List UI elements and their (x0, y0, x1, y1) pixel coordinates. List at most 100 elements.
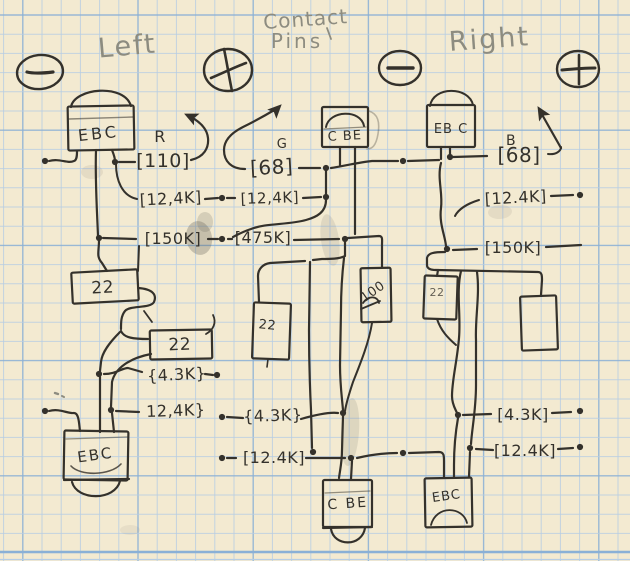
wire (556, 446, 575, 451)
wire (450, 269, 463, 415)
probe-arrowhead-b (537, 106, 551, 122)
wire (434, 268, 544, 297)
wire (549, 193, 575, 198)
probe-arrowhead-r (184, 113, 200, 126)
junction-dot (218, 194, 226, 202)
sketch-stray (143, 310, 153, 323)
section-label-right: Right (448, 21, 531, 58)
transistor-dome (69, 89, 133, 109)
wire (47, 409, 82, 433)
resistor-value: [68] (497, 143, 540, 167)
junction-dot (111, 158, 119, 166)
pencil-smudge (81, 165, 103, 179)
junction-dot (95, 370, 103, 378)
polarity-plus-circle (202, 47, 254, 93)
wire (47, 149, 79, 163)
resistor-value: 12,4K} (146, 400, 206, 421)
wire (355, 451, 399, 460)
junction-dot (107, 406, 115, 414)
resistor-box (250, 301, 293, 361)
minus-stroke (25, 70, 55, 75)
resistor-value: [68] (250, 154, 294, 180)
probe-label-g: G (277, 137, 288, 152)
junction-dot (399, 449, 407, 457)
junction-dot (218, 235, 226, 243)
transistor-brim (323, 126, 367, 130)
junction-dot (466, 444, 474, 452)
probe-label-b: B (506, 133, 516, 149)
junction-dot (218, 454, 226, 462)
wire (407, 450, 446, 479)
resistor-value: {4.3K} (147, 363, 207, 385)
resistor-box (519, 294, 559, 352)
transistor-body (423, 476, 474, 529)
resistor-value: [12,4K] (139, 187, 202, 209)
wire (337, 414, 345, 480)
wire (438, 161, 448, 248)
resistor-value: {4.3K} (243, 405, 303, 426)
wire (454, 199, 480, 217)
wire (119, 329, 150, 341)
junction-dot (446, 153, 454, 161)
wire (461, 412, 493, 417)
wire (256, 259, 307, 304)
transistor-dome (70, 463, 122, 475)
wire (451, 247, 479, 252)
wire (114, 409, 141, 414)
transistor-dome (430, 509, 468, 526)
junction-dot (341, 235, 349, 243)
wire (311, 240, 347, 262)
wire (97, 238, 109, 273)
junction-dot (454, 411, 462, 419)
pencil-tick (61, 395, 65, 398)
probe-arrow-line (538, 109, 563, 150)
wire (225, 415, 245, 420)
transistor-label: EB C (434, 122, 468, 137)
probe-label-r: R (154, 127, 166, 146)
plus-stroke (209, 61, 248, 80)
resistor-box-value: 22 (168, 335, 191, 356)
wire (137, 245, 140, 272)
wire (406, 158, 441, 163)
wire (101, 236, 138, 241)
junction-dot (218, 413, 226, 421)
wire (550, 410, 573, 415)
junction-dot (399, 157, 407, 165)
resistor-box-value: 22 (430, 286, 445, 299)
transistor-label: EBC (431, 487, 462, 506)
wire (474, 447, 495, 452)
junction-dot (576, 191, 584, 199)
section-label-pins: Pins (271, 29, 323, 53)
junction-dot (443, 245, 451, 253)
transistor-body (66, 104, 136, 152)
pencil-smudge (488, 204, 512, 220)
wire (469, 270, 480, 446)
transistor-body (321, 478, 374, 529)
transistor-body (425, 103, 477, 149)
wire (544, 243, 583, 249)
wire (344, 322, 373, 412)
resistor-value: [12.4K] (243, 448, 305, 467)
transistor-label: C BE (327, 128, 362, 145)
polarity-minus-circle (377, 49, 423, 87)
wire (231, 198, 328, 239)
pencil-tick (326, 27, 332, 40)
wire (451, 154, 489, 159)
resistor-box (422, 274, 459, 321)
resistor-value: [110] (136, 150, 190, 172)
pencil-tick (53, 391, 60, 396)
wire (266, 358, 269, 368)
wire (425, 250, 447, 272)
resistor-box-value: 22 (258, 317, 277, 334)
wire (299, 411, 340, 421)
probe-arrow-curve (187, 114, 210, 162)
transistor-dome (429, 90, 474, 107)
resistor-value: [150K] (485, 238, 542, 257)
transistor-brim (68, 116, 134, 120)
wire (467, 450, 472, 479)
junction-dot (309, 448, 317, 456)
transistor-dome (329, 526, 367, 544)
